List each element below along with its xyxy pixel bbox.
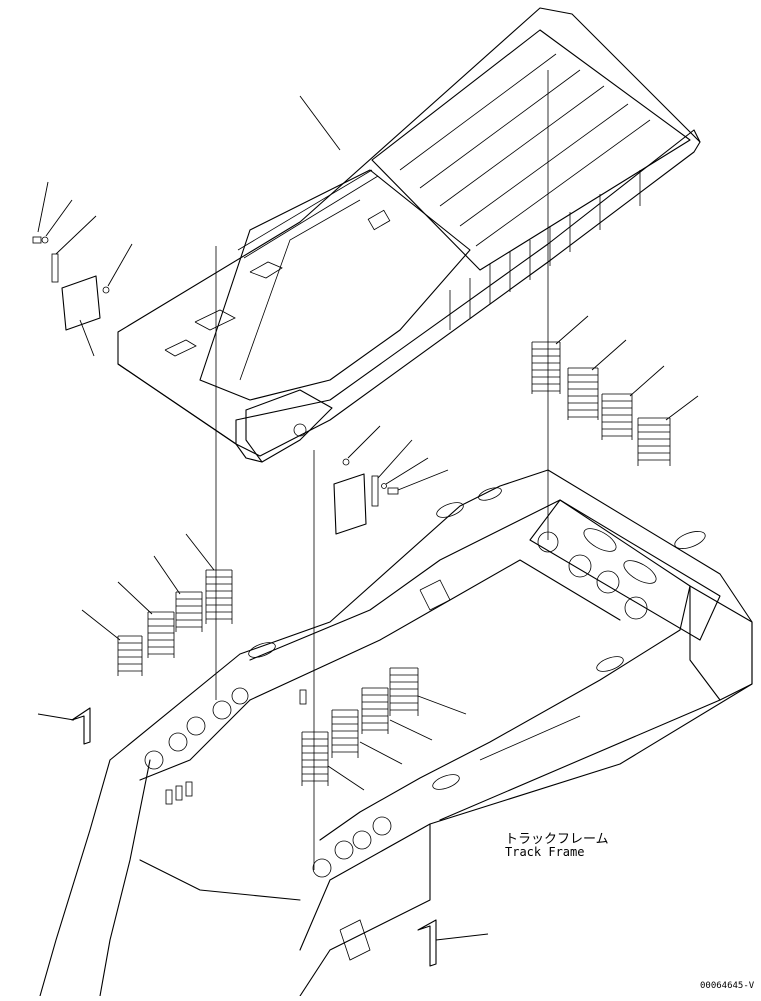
- alignment-lines: [215, 70, 549, 870]
- bolt-and-plate-set-middle: [333, 458, 399, 535]
- track-frame-label-en: Track Frame: [505, 845, 585, 859]
- track-frame: [39, 469, 753, 997]
- leader-lines: [37, 95, 699, 941]
- spring-coils-right: [531, 341, 671, 466]
- track-frame-label-jp: トラックフレーム: [505, 832, 609, 847]
- drawing-number: 00064645-V: [700, 981, 755, 991]
- bolt-and-plate-set-upper-left: [32, 236, 110, 331]
- pin-parts: [71, 707, 437, 967]
- spring-coils-center: [301, 667, 419, 786]
- spring-coils-left: [117, 569, 233, 676]
